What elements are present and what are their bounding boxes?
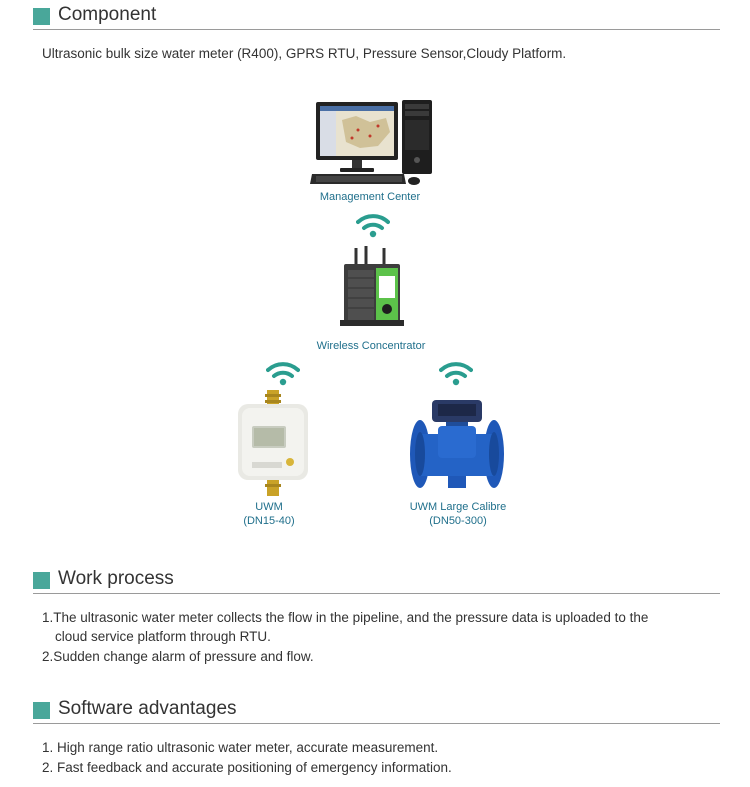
software-advantage-item-1: 1. High range ratio ultrasonic water met… bbox=[42, 740, 439, 755]
software-advantages-header: Software advantages bbox=[33, 697, 720, 724]
wifi-icon bbox=[439, 360, 473, 386]
concentrator-image bbox=[340, 246, 404, 330]
component-title: Component bbox=[58, 4, 157, 25]
computer-image bbox=[308, 98, 438, 188]
uwm-large-size-label: (DN50-300) bbox=[429, 515, 487, 527]
uwm-meter-image bbox=[236, 390, 310, 496]
uwm-size-label: (DN15-40) bbox=[243, 515, 295, 527]
wifi-icon bbox=[266, 360, 300, 386]
section-marker bbox=[33, 8, 50, 25]
work-process-item-1: 1.The ultrasonic water meter collects th… bbox=[42, 610, 649, 625]
work-process-item-1-continued: cloud service platform through RTU. bbox=[55, 629, 271, 644]
software-advantage-item-2: 2. Fast feedback and accurate positionin… bbox=[42, 760, 452, 775]
uwm-large-label: UWM Large Calibre bbox=[409, 501, 507, 513]
component-header: Component bbox=[33, 3, 720, 30]
work-process-header: Work process bbox=[33, 567, 720, 594]
uwm-label: UWM bbox=[255, 501, 283, 513]
wifi-icon bbox=[356, 212, 390, 238]
wireless-concentrator-label: Wireless Concentrator bbox=[316, 340, 426, 352]
section-marker bbox=[33, 702, 50, 719]
software-advantages-title: Software advantages bbox=[58, 698, 237, 719]
uwm-large-meter-image bbox=[408, 396, 506, 494]
work-process-title: Work process bbox=[58, 568, 174, 589]
work-process-item-2: 2.Sudden change alarm of pressure and fl… bbox=[42, 649, 314, 664]
management-center-label: Management Center bbox=[319, 191, 421, 203]
component-description: Ultrasonic bulk size water meter (R400),… bbox=[42, 46, 567, 61]
section-marker bbox=[33, 572, 50, 589]
